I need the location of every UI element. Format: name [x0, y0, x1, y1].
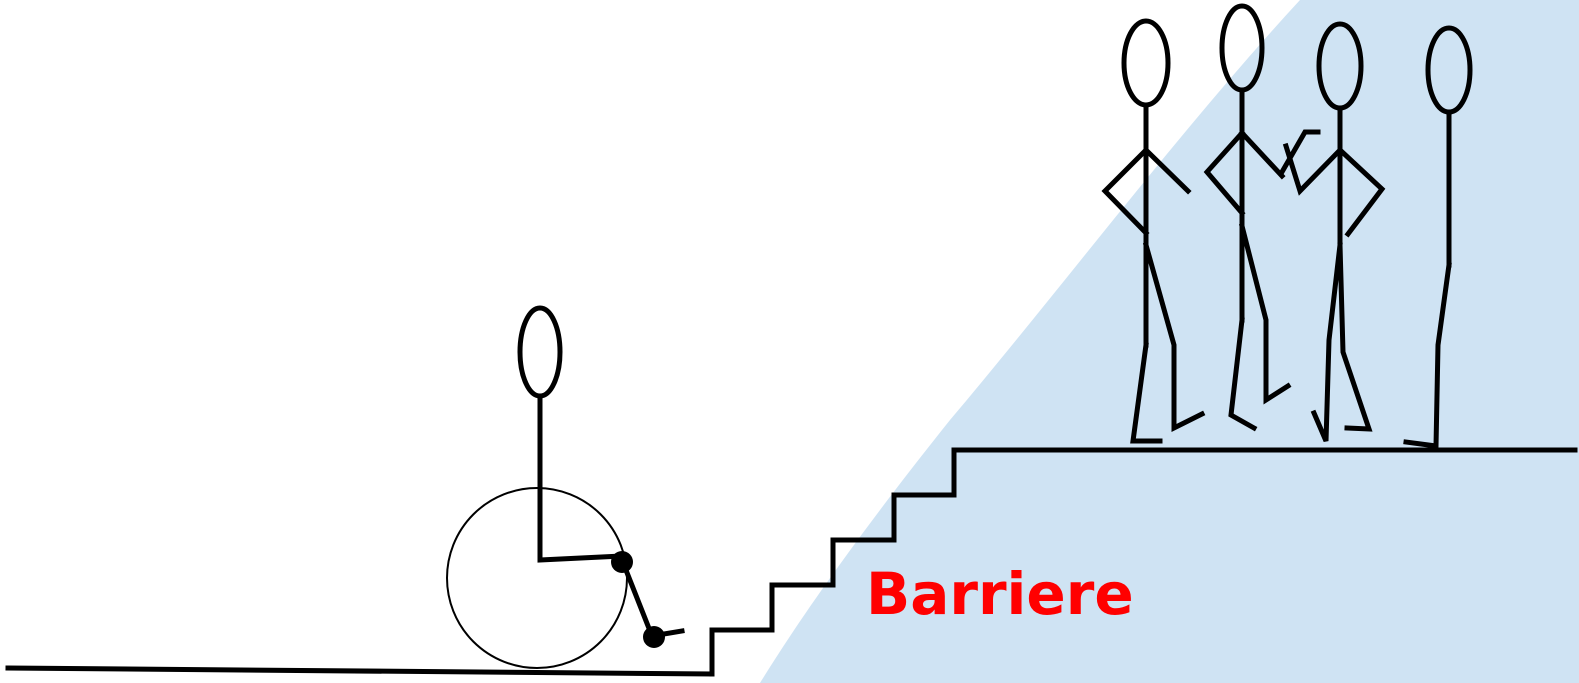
person-1-head: [1124, 21, 1168, 105]
wheelchair-user-head: [520, 308, 560, 396]
lower-ground-line: [8, 668, 712, 674]
wheelchair-wheel: [447, 488, 627, 668]
wheelchair-knee-joint: [611, 551, 633, 573]
wheelchair-foot-joint: [643, 626, 665, 648]
barrier-label: Barriere: [866, 565, 1134, 623]
wheelchair-user-figure: [447, 308, 682, 668]
wheelchair-user-torso: [540, 396, 622, 560]
wheelchair-user-leg: [622, 560, 682, 636]
